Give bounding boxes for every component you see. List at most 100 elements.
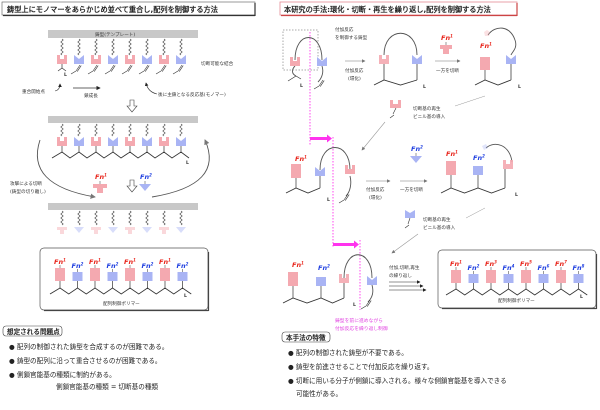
blue-side-group [142,272,153,281]
tether-bond [179,210,183,226]
end-label: L [580,294,583,300]
fn-label: Fn7 [555,260,567,269]
pink-cleavable-group [91,137,101,146]
pink-side-group [90,268,100,281]
pink-cleavable-group [125,55,135,64]
cyclization-label-2: (環化) [369,194,382,201]
blue-side-group [538,274,549,283]
right-title: 本研究の手法:環化・切断・再生を繰り返し,配列を制御する方法 [284,5,491,14]
tether-bond [162,210,166,226]
problems-header: 想定される問題点 [6,327,60,336]
feature-item-3-cont: 可能性がある。 [296,389,342,398]
end-label: L [353,302,356,308]
released-pink-group [57,227,67,234]
problem-note: 側鎖官能基の種類 = 切断基の種類 [56,382,158,391]
advance-label-1: 鋳型を前に進めながら [335,317,383,324]
feature-item-1: ● 配列の制御された鋳型が不要である。 [288,348,408,357]
left-panel: 鋳型上にモノマーをあらかじめ並べて重合し,配列を制御する方法 鋳型(テンプレート… [1,1,256,391]
fn-label: Fn2 [177,262,189,271]
initiator [287,75,302,82]
regen-label-2a: 切断基の再生 [423,216,451,223]
initiator [57,64,67,72]
blue-side-group [316,277,326,286]
attack-arrow-left [36,139,96,199]
template-advance-guides [309,32,361,310]
step-2-cyclized: L [373,32,426,90]
cleave-one-label-1: 一方を切断 [436,67,459,74]
left-title-box: 鋳型上にモノマーをあらかじめ並べて重合し,配列を制御する方法 [1,1,256,17]
pink-cleavable-group [290,57,300,66]
template-bar-3 [48,203,198,210]
tether-bond [128,38,132,56]
backbone [440,187,506,194]
tether-bond [94,210,98,226]
cleave-one-label-2: 一方を切断 [400,186,423,193]
released-pink-group [125,227,135,234]
blue-side-group [72,272,83,281]
regen-label-2b: ビニル基の導入 [423,224,456,231]
pink-cleavable-group [503,160,513,169]
attack-cleave-label-1: 攻撃による切断 [10,180,42,187]
fn-label: Fn4 [503,264,515,273]
advance-label-2: 付加反応を繰り返し制御 [335,325,388,332]
template-loop [367,284,374,303]
blue-side-group [503,274,514,283]
regen-label-1a: 切断基の再生 [413,105,441,112]
cleaving-agent-fn1: Fn1 [93,173,107,193]
fn-label: Fn1 [292,261,304,270]
left-title: 鋳型上にモノマーをあらかじめ並べて重合し,配列を制御する方法 [6,5,218,14]
template-loop [317,65,324,83]
template-loop [292,65,297,77]
fn-label: Fn2 [468,264,480,273]
blue-cleavable-group [142,137,152,146]
backbone [282,297,345,304]
features-header: 本手法の特徴 [285,333,326,342]
attack-cleave-label-2: (鋳型の切り離し) [10,188,46,195]
pink-side-group [446,161,456,175]
repeat-label-1: 付加,切断,再生 [389,264,420,271]
blue-cleavable-group [317,57,327,66]
tether-bond [111,38,115,56]
monomer-label: 後に主鎖となる反応基(モノマー) [158,91,226,98]
fn-label: Fn1 [124,258,136,267]
tether-bond [94,123,98,137]
fn-label: Fn2 [107,262,119,271]
fn-label: Fn2 [318,264,330,273]
blue-side-group [573,274,584,283]
problem-item-2: ● 鋳型の配列に沿って重合させるのが困難である。 [9,356,162,365]
fn-label: Fn2 [142,262,154,271]
tether-bond [179,123,183,137]
regen-label-1b: ビニル基の導入 [413,113,446,120]
vinyl-group [70,64,82,75]
fn-label: Fn8 [573,264,585,273]
svg-text:Fn1: Fn1 [441,34,453,43]
right-polymer-label: 配列制御ポリマー [498,297,535,304]
problem-item-3: ● 側鎖官能基の種類に制約がある。 [9,370,116,379]
attack-arrow-right [151,139,210,198]
pink-cleavable-group [339,274,349,283]
polymer-backbone [51,151,190,159]
pink-side-group [521,270,531,283]
template-loop [343,254,373,279]
vinyl-group [87,64,99,75]
end-label: L [300,83,303,89]
template-loop [487,27,517,56]
end-label: L [423,84,426,90]
pink-side-group [451,270,461,283]
repeat-label-2: の繰り返し [389,272,412,279]
template-loop [485,143,513,163]
tether-bond [128,210,132,226]
fn-label: Fn6 [538,264,550,273]
tether-bond [128,123,132,137]
problems-section: 想定される問題点 ● 配列の制御された鋳型を合成するのが困難である。 ● 鋳型の… [2,325,168,391]
template-bar-2 [48,116,198,123]
pink-cleavable-group [159,55,169,64]
regen-arrow-1 [361,121,386,151]
template-dashed-box [282,29,319,71]
pink-side-group [480,57,490,70]
released-blue-group [74,227,84,233]
cyclization-label-1: (環化) [348,75,361,82]
tether-bond [179,38,183,56]
